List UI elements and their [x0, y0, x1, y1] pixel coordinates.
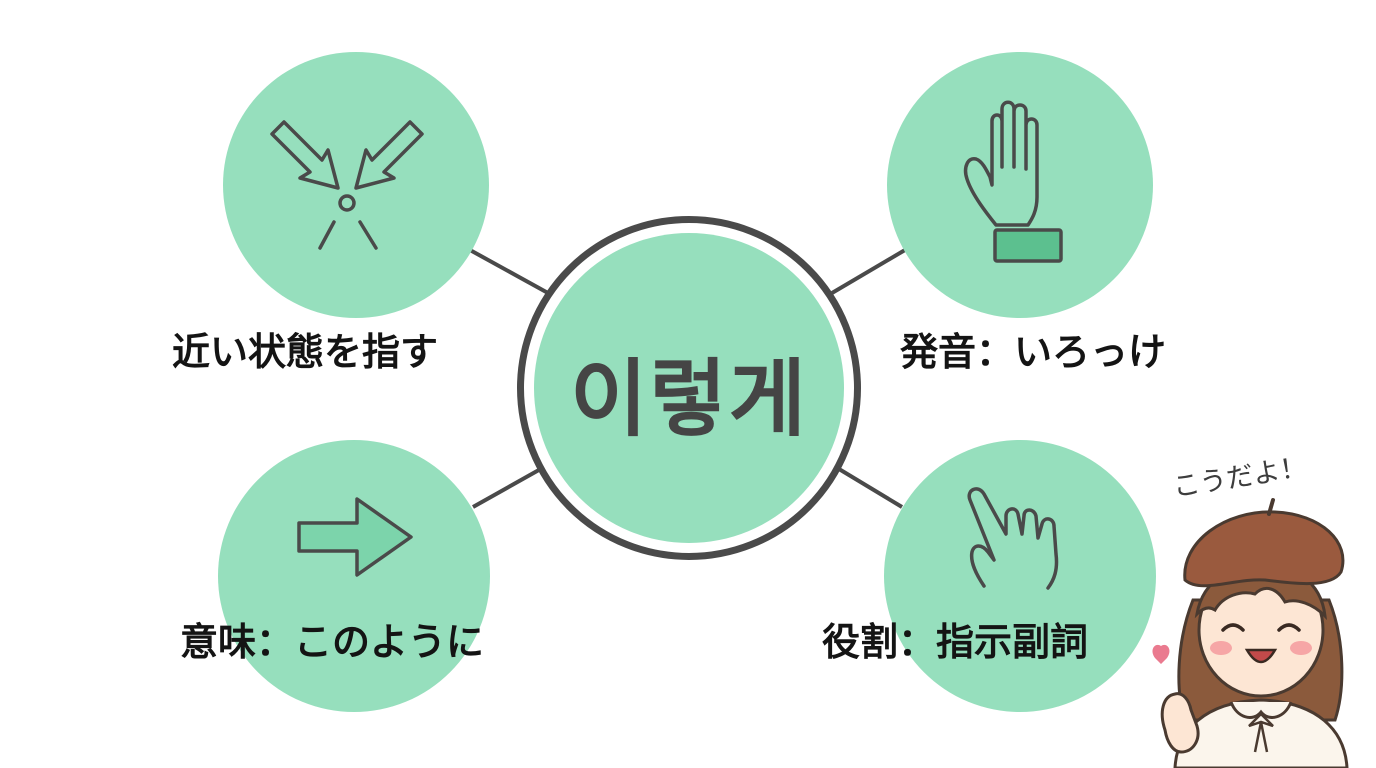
pointing-hand-icon [967, 487, 1059, 590]
label-top-right: 発音：いろっけ [900, 330, 1167, 374]
right-arrow-icon [297, 497, 413, 577]
connector-bottom-left [472, 464, 547, 509]
heart-icon [1152, 644, 1170, 664]
right-eye [1277, 623, 1301, 632]
node-top-right [887, 52, 1153, 318]
mouth [1244, 648, 1278, 664]
left-cheek [1210, 641, 1232, 655]
left-eye [1221, 623, 1245, 632]
label-bottom-right: 役割：指示副詞 [822, 620, 1089, 664]
connector-top-left [469, 248, 549, 295]
ribbon [1248, 712, 1274, 753]
node-bottom-left [218, 440, 490, 712]
sleeve-cuff [993, 228, 1063, 263]
label-top-left: 近い状態を指す [172, 330, 439, 374]
beret [1183, 510, 1345, 588]
girl-with-beret-mascot [1152, 498, 1349, 768]
label-bottom-left: 意味：このように [180, 620, 485, 664]
node-bottom-right [884, 440, 1156, 712]
center-word: 이렇게 [570, 349, 808, 448]
connector-bottom-right [832, 464, 904, 509]
raised-hand-icon [963, 100, 1063, 263]
connector-top-right [830, 248, 907, 295]
hand [1160, 692, 1200, 754]
right-cheek [1290, 641, 1312, 655]
collar [1229, 701, 1293, 719]
converging-arrows-icon [270, 120, 424, 250]
beret-stem [1267, 498, 1275, 516]
center-node: 이렇게 [534, 233, 844, 543]
